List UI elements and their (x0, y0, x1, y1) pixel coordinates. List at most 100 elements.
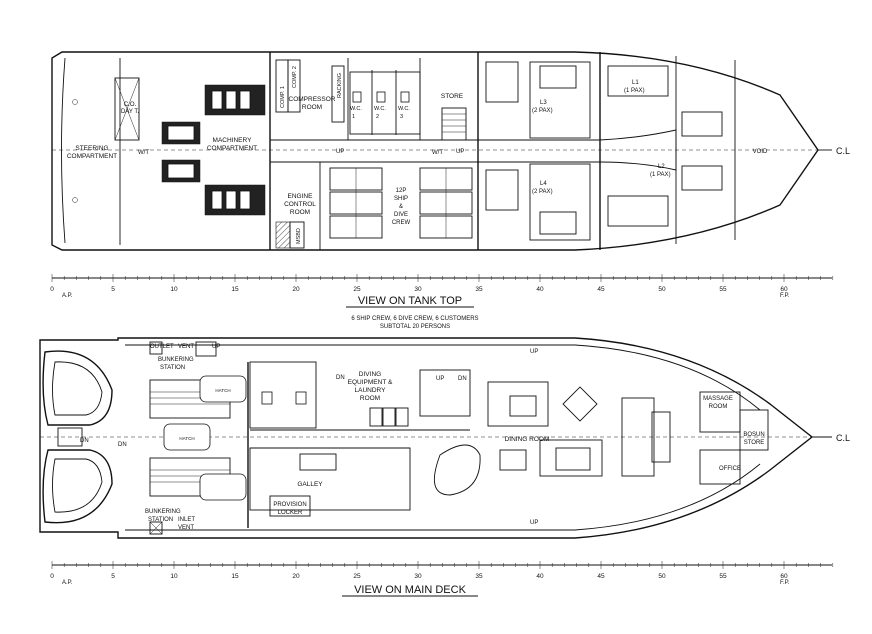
hatched-unit (275, 221, 291, 249)
frame-tick-label: 45 (597, 573, 605, 580)
steering-label-2: COMPARTMENT (67, 153, 117, 160)
dining-banquette (487, 381, 549, 427)
bosun-label-1: BOSUN (743, 432, 764, 438)
frame-tick-label: 40 (536, 573, 544, 580)
laundry-machines (369, 407, 409, 427)
dn-label-d: DN (458, 376, 467, 382)
office-label: OFFICE (719, 466, 741, 472)
provision-label-1: PROVISION (273, 502, 306, 508)
tender-stbd (42, 449, 113, 524)
frame-tick-label: 50 (658, 573, 666, 580)
bunkering-label-4: STATION (148, 517, 173, 523)
steering-label-1: STEERING (75, 145, 108, 152)
compressor-label-1: COMPRESSOR (289, 96, 336, 103)
racking-label: RACKING (337, 73, 343, 98)
main-engine-port (204, 84, 266, 116)
void-label: VOID (753, 149, 768, 155)
rudder-stock-port (72, 99, 78, 105)
berth-label-1: 12P (396, 188, 407, 194)
outlet-label-1: OUTLET (150, 344, 174, 350)
berth-label-5: CREW (392, 220, 411, 226)
galley-room (249, 447, 411, 511)
inlet-vent-box (149, 521, 163, 535)
massage-label-2: ROOM (709, 404, 728, 410)
dn-label-b: DN (118, 442, 127, 448)
hatch-stbd (199, 473, 247, 501)
frame-tick-label: 30 (414, 573, 422, 580)
main-deck-title: VIEW ON MAIN DECK (354, 584, 467, 596)
tank-top-hull-outline (51, 51, 819, 251)
wc-fixture (261, 391, 273, 405)
tank-top-title: VIEW ON TANK TOP (358, 295, 462, 307)
inlet-label-2: VENT (178, 525, 194, 531)
wc-3-toilet (400, 91, 410, 103)
dn-label-c: DN (336, 375, 345, 381)
fwd-corridor (599, 129, 677, 171)
main-deck-plan: C.L DN DN OUTLET VENT BUNKERING STATION … (39, 337, 850, 539)
frame-tick-label: 15 (231, 286, 239, 293)
l3-label-2: (2 PAX) (532, 108, 553, 114)
frame-tick-label: 35 (475, 573, 483, 580)
dn-label-a: DN (80, 438, 89, 444)
engine-label-1: ENGINE (288, 193, 314, 200)
l1-label-1: L1 (632, 80, 639, 86)
bunkering-label-2: STATION (160, 365, 185, 371)
wet-area (249, 361, 317, 429)
wt-door-label-2: W/T (432, 150, 443, 156)
fp-label-top: F.P. (780, 293, 790, 299)
wc-2-label: W.C. (374, 106, 386, 112)
hatch-label-1: HATCH (215, 388, 230, 393)
tank-top-plan: C.L STEERING COMPARTMENT C.O. DAY T. W/T… (51, 51, 850, 251)
frame-tick-label: 40 (536, 286, 544, 293)
berth-label-4: DIVE (394, 212, 408, 218)
diving-label-2: EQUIPMENT & (348, 379, 393, 386)
wc-2-num: 2 (376, 114, 379, 120)
racking-unit (331, 65, 345, 123)
bunkering-label-1: BUNKERING (158, 357, 194, 363)
frame-tick-label: 30 (414, 286, 422, 293)
hatch-centre (163, 423, 211, 451)
dining-tables (499, 386, 598, 471)
wc-2-toilet (376, 91, 386, 103)
outlet-label-2: VENT (178, 344, 194, 350)
frame-tick-label: 10 (170, 286, 178, 293)
up-stair-2: UP (456, 149, 464, 155)
provision-label-2: LOCKER (278, 510, 303, 516)
wc-3-num: 3 (400, 114, 403, 120)
frame-tick-label: 5 (111, 573, 115, 580)
frame-tick-label: 55 (719, 573, 727, 580)
frame-tick-label: 60 (780, 573, 788, 580)
generator-port (161, 121, 201, 145)
galley-range (299, 453, 337, 471)
up-label-c: UP (530, 349, 538, 355)
tender-port (42, 350, 113, 426)
main-engine-stbd (204, 184, 266, 216)
engine-label-2: CONTROL (284, 201, 316, 208)
wc-1-toilet (352, 91, 362, 103)
wt-door-label: W/T (138, 150, 149, 156)
l1-label-2: (1 PAX) (624, 88, 645, 94)
dining-label: DINING ROOM (505, 436, 550, 443)
inlet-label-1: INLET (178, 517, 195, 523)
ap-label-top: A.P. (62, 293, 73, 299)
wc-1-num: 1 (352, 114, 355, 120)
main-deck-hull-outline (39, 337, 814, 539)
l4-label-2: (2 PAX) (532, 189, 553, 195)
rudder-stock-stbd (72, 197, 78, 203)
comp-1-label: COMP. 1 (280, 86, 286, 108)
co-day-label-1: C.O. (124, 102, 137, 108)
hatch-label-2: HATCH (179, 436, 194, 441)
frame-tick-label: 20 (292, 573, 300, 580)
provision-locker (269, 495, 311, 517)
compressor-label-2: ROOM (302, 104, 322, 111)
cabins-aft (485, 61, 591, 241)
machinery-label-1: MACHINERY (213, 137, 253, 144)
galley-label: GALLEY (297, 481, 323, 488)
bunkering-label-3: BUNKERING (145, 509, 181, 515)
comp-2-label: COMP. 2 (292, 66, 298, 88)
up-label-b: UP (436, 376, 444, 382)
berth-label-3: & (399, 204, 403, 210)
msbd-label: MSBD (296, 228, 302, 244)
diving-label-1: DIVING (359, 371, 381, 378)
cl-label-bottom: C.L (836, 433, 850, 443)
